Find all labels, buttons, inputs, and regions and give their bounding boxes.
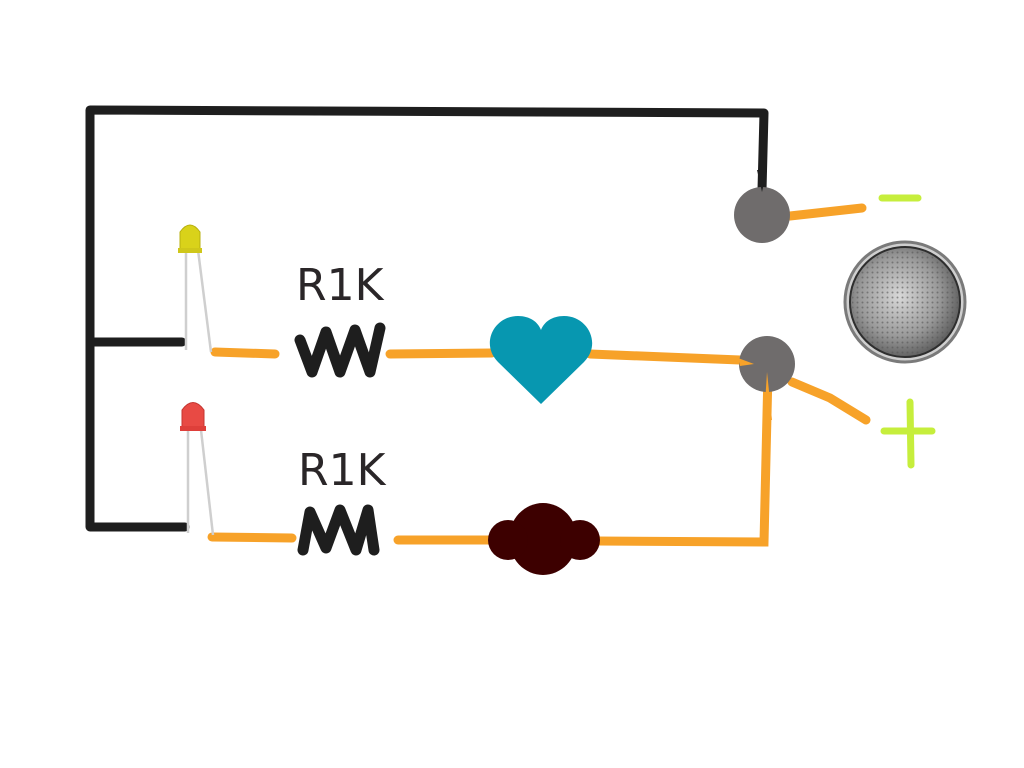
- wire-top-resistor-heart: [385, 348, 497, 359]
- negative-terminal: [734, 187, 790, 243]
- led-red: [180, 402, 215, 536]
- plus-sign: [880, 398, 936, 469]
- wires: [207, 203, 871, 547]
- ground-wire-tip: [757, 170, 767, 192]
- resistor-top-label: R1K: [296, 260, 385, 311]
- wire-top-heart-terminal: [585, 349, 745, 365]
- wire-plus-lead: [787, 377, 871, 425]
- heart-icon: [489, 316, 593, 404]
- resistor-bottom: [297, 504, 380, 556]
- wire-bottom-blob-terminal: [591, 367, 773, 547]
- resistor-bottom-label: R1K: [298, 445, 387, 496]
- ground-wire: [85, 105, 769, 532]
- wire-tip: [764, 372, 772, 420]
- wire-minus-lead: [785, 203, 867, 221]
- wire-top-led-resistor: [210, 347, 280, 359]
- wire-bottom-led-resistor: [207, 532, 297, 543]
- cloud-shape-icon: [488, 503, 600, 575]
- positive-terminal: [739, 336, 795, 392]
- resistor-top: [294, 322, 386, 378]
- coin-cell-battery: [843, 240, 967, 364]
- led-yellow: [178, 224, 213, 353]
- wire-tip-left: [738, 358, 754, 366]
